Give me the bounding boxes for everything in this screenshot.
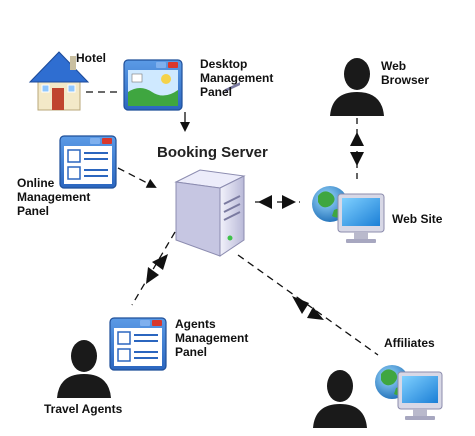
server-to-agents-line xyxy=(131,231,176,306)
server-affiliates-arrow xyxy=(292,296,324,320)
server-website-arrow xyxy=(258,195,296,209)
server-agents-arrow xyxy=(146,254,168,284)
arrow-heads xyxy=(146,132,364,320)
server-icon xyxy=(174,82,246,257)
label-web-site: Web Site xyxy=(392,212,443,226)
person-icon-web-browser xyxy=(330,58,384,116)
label-hotel: Hotel xyxy=(76,51,106,65)
desktop-window-icon xyxy=(123,59,183,111)
globe-monitor-icon-affiliates xyxy=(375,365,443,420)
agents-window-icon xyxy=(109,317,167,371)
server-to-affiliates-line xyxy=(237,254,379,356)
label-agents-panel: Agents Management Panel xyxy=(175,317,249,359)
online-window-icon xyxy=(59,135,117,189)
connectors xyxy=(86,91,379,356)
label-web-browser: Web Browser xyxy=(381,59,430,87)
online-to-server-line xyxy=(117,167,157,188)
person-icon-travel-agents xyxy=(57,340,111,398)
label-online-panel: Online Management Panel xyxy=(17,176,91,218)
browser-website-arrow xyxy=(350,132,364,166)
person-icon-affiliates xyxy=(313,370,367,428)
label-desktop-panel: Desktop Management Panel xyxy=(200,57,274,99)
globe-monitor-icon-web-site xyxy=(312,186,385,243)
label-travel-agents: Travel Agents xyxy=(44,402,123,416)
diagram-title: Booking Server xyxy=(157,144,268,161)
house-icon xyxy=(28,51,90,111)
label-affiliates: Affiliates xyxy=(384,336,435,350)
